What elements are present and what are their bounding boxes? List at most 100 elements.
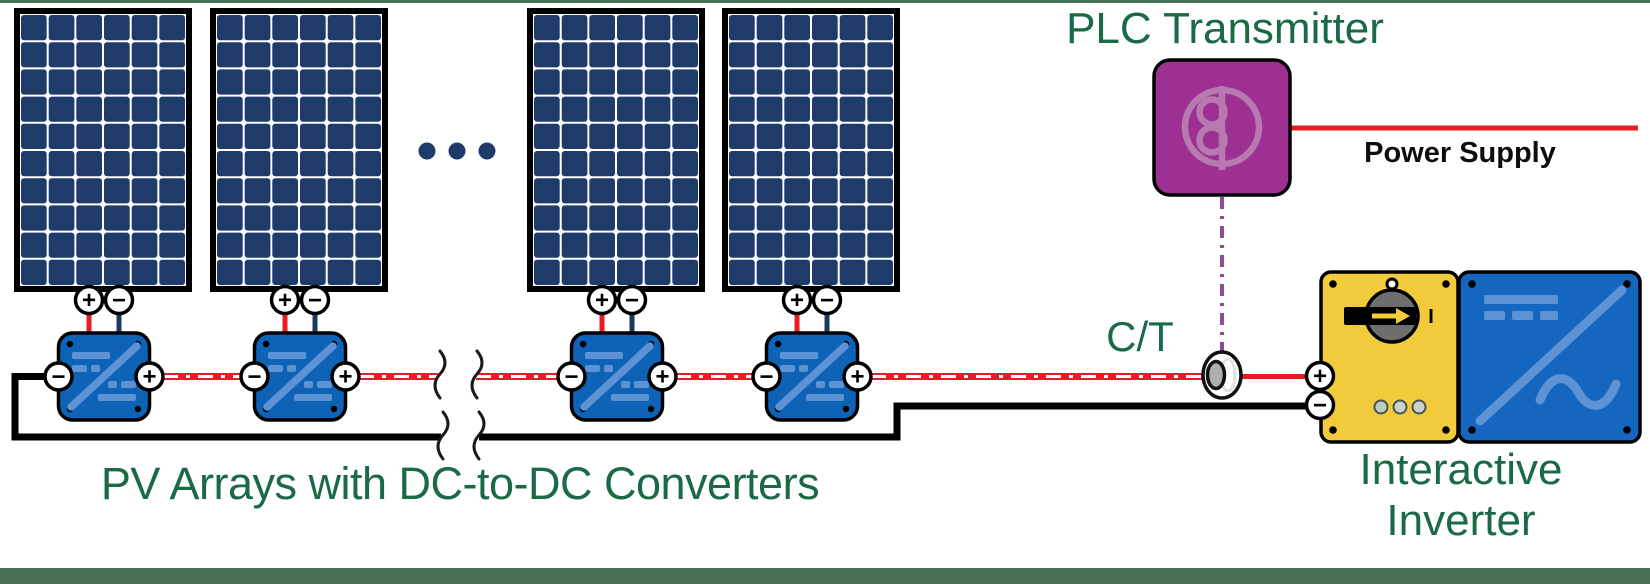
pv-cell <box>355 232 381 258</box>
dc-symbol-bar <box>780 352 818 359</box>
pv-cell <box>76 123 102 149</box>
pv-cell <box>244 15 271 41</box>
pv-cell <box>300 15 326 41</box>
pv-cell <box>839 69 866 95</box>
dc-symbol-bar <box>806 394 844 401</box>
pv-cell <box>48 259 75 285</box>
converter-negative-terminal-glyph: − <box>759 364 773 391</box>
pv-cell <box>784 232 810 258</box>
pv-cell <box>561 123 588 149</box>
panel-positive-terminal-glyph: + <box>595 287 609 314</box>
pv-cell <box>756 123 783 149</box>
panel-negative-terminal: − <box>811 284 843 316</box>
inverter-negative-terminal-glyph: − <box>1313 392 1327 419</box>
pv-cell <box>867 151 893 177</box>
pv-cell <box>244 69 271 95</box>
pv-cell <box>244 151 271 177</box>
pv-cell <box>756 259 783 285</box>
dc-symbol-dash <box>91 365 100 372</box>
pv-cell <box>159 42 185 68</box>
dc-symbol-dash <box>634 381 649 388</box>
converter-screw <box>774 340 782 348</box>
dc-symbol-dash <box>121 381 136 388</box>
pv-cell <box>217 232 243 258</box>
pv-cell <box>867 96 893 122</box>
pv-cell <box>561 15 588 41</box>
converter-negative-terminal: − <box>239 361 270 392</box>
pv-cell <box>21 69 47 95</box>
pv-cell <box>867 259 893 285</box>
inverter-dc-terminals: +− <box>1304 360 1336 421</box>
pv-cell <box>812 96 838 122</box>
pv-cell <box>644 178 671 204</box>
converter-diagonal <box>580 342 654 411</box>
dc-symbol-dash <box>799 365 808 372</box>
pv-cell <box>272 205 298 231</box>
dc-dc-converters-layer: +−−++−−++−−++−−+ <box>43 284 873 422</box>
pv-cell <box>589 15 615 41</box>
dc-dc-converter-module: +−−+ <box>556 284 678 422</box>
pv-panels-layer <box>14 8 900 292</box>
pv-cell <box>217 15 243 41</box>
pv-cell <box>784 259 810 285</box>
pv-arrays-caption: PV Arrays with DC-to-DC Converters <box>100 458 820 509</box>
pv-cell <box>131 205 158 231</box>
interactive-inverter-assembly: I +− <box>1304 270 1642 444</box>
panel-positive-terminal-circle <box>73 284 105 316</box>
break-squiggle <box>433 349 447 400</box>
inverter-caption-line2: Inverter <box>1386 496 1536 545</box>
pv-cell <box>327 151 354 177</box>
pv-cell <box>21 151 47 177</box>
pv-cell <box>867 123 893 149</box>
pv-cell <box>76 15 102 41</box>
pv-cell <box>48 205 75 231</box>
pv-cell <box>244 178 271 204</box>
pv-cell <box>756 205 783 231</box>
pv-cell <box>217 123 243 149</box>
pv-cell <box>131 69 158 95</box>
pv-cell <box>217 42 243 68</box>
pv-cell <box>217 178 243 204</box>
converter-negative-terminal: − <box>556 361 587 392</box>
pv-cell <box>589 205 615 231</box>
pv-cell <box>355 178 381 204</box>
panel-positive-terminal-glyph: + <box>82 287 96 314</box>
pv-cell <box>561 259 588 285</box>
pv-cell <box>300 232 326 258</box>
panel-positive-terminal: + <box>781 284 813 316</box>
panel-negative-terminal-glyph: − <box>820 287 834 314</box>
pv-cell <box>561 69 588 95</box>
panel-negative-terminal-circle <box>811 284 843 316</box>
pv-cell <box>300 69 326 95</box>
pv-cell <box>534 205 560 231</box>
pv-cell <box>159 259 185 285</box>
pv-cell <box>534 151 560 177</box>
pv-cell <box>644 15 671 41</box>
converter-negative-terminal: − <box>43 361 74 392</box>
pv-cell <box>272 42 298 68</box>
pv-cell <box>839 123 866 149</box>
pv-cell <box>131 96 158 122</box>
pv-cell <box>355 96 381 122</box>
pv-cell <box>729 205 755 231</box>
pv-cell <box>784 42 810 68</box>
pv-cell <box>104 42 130 68</box>
pv-cell <box>756 96 783 122</box>
ct-caption: C/T <box>1106 313 1174 360</box>
pv-cell <box>867 178 893 204</box>
pv-cell <box>561 151 588 177</box>
pv-cell <box>561 178 588 204</box>
converter-positive-terminal: + <box>330 361 361 392</box>
converter-positive-terminal: + <box>647 361 678 392</box>
pv-cell <box>617 15 643 41</box>
converter-screw <box>330 405 338 413</box>
pv-cell <box>672 42 698 68</box>
pv-cell <box>561 96 588 122</box>
dc-dc-converter-module: +−−+ <box>43 284 165 422</box>
pv-cell <box>839 205 866 231</box>
pv-cell <box>300 96 326 122</box>
panel-negative-terminal-glyph: − <box>308 287 322 314</box>
converter-negative-terminal-circle <box>43 361 74 392</box>
inverter-negative-terminal-circle <box>1304 389 1336 421</box>
pv-cell <box>355 205 381 231</box>
